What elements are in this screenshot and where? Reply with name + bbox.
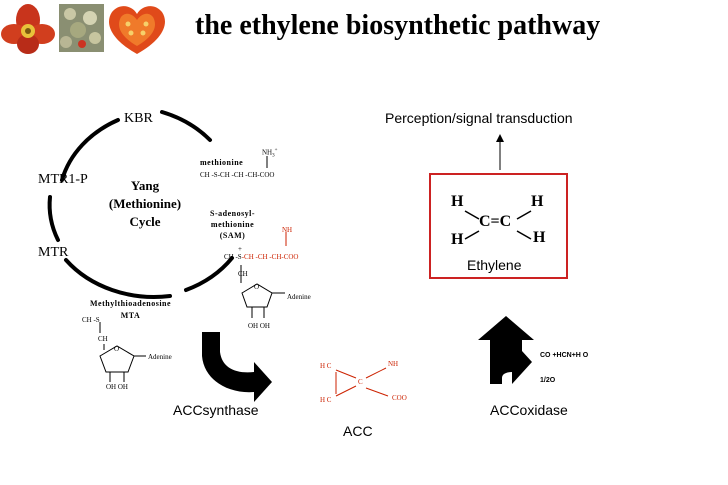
mta-adenine: Adenine [148,353,172,361]
kbr-label: KBR [124,111,153,126]
flower-photo [0,2,56,56]
sam-name-line-3: (SAM) [219,231,246,240]
page-title: the ethylene biosynthetic pathway [195,10,601,41]
acc-h2c-bottom: H C [320,396,332,404]
acc-oxidase-label: ACCoxidase [490,402,568,418]
acc-synthase-label: ACCsynthase [173,402,259,418]
mtr1p-label: MTR1-P [38,172,88,187]
mta-name-line-1: Methylthioadenosine [90,299,172,308]
mta-ribose-ring [99,322,146,382]
mtr-label: MTR [38,245,69,260]
yang-cycle-circle [47,110,234,299]
acc-structure [335,367,389,397]
mta-ch2: CH [98,335,108,343]
sam-name-line-1: S-adenosyl- [210,209,256,218]
sam-name-line-2: methionine [210,220,255,229]
sam-formula: CH -S-CH -CH -CH-COO [224,253,299,261]
oxidase-products: CO +HCN+H O [540,352,589,359]
sam-name: S-adenosyl- methionine (SAM) [210,208,255,241]
perception-label: Perception/signal transduction [385,110,573,126]
acc-h2c-top: H C [320,362,332,370]
ethylene-box: H H H H C=C Ethylene [429,173,568,279]
plant-photo [59,4,104,52]
sam-nh3: NH [282,226,293,234]
acc-synthase-arrow [202,332,272,402]
sam-oh: OH OH [248,322,270,330]
acc-label: ACC [343,423,373,439]
mta-ch3s: CH -S [82,316,100,324]
sam-ch2: CH [238,270,248,278]
methionine-name: methionine [200,158,244,167]
mta-name: Methylthioadenosine MTA [90,298,171,322]
cycle-line-2: (Methionine) [108,196,182,211]
ethylene-h-top-right: H [531,193,544,210]
ethylene-h-bottom-left: H [451,231,464,248]
sam-ribose-ring [240,156,287,318]
cycle-line-1: Yang [130,178,160,193]
header-photos [0,2,165,56]
ethylene-label: Ethylene [467,257,522,273]
acc-c: C [358,378,363,386]
ethylene-double-bond: C=C [479,213,512,230]
sam-ring-o: O [254,283,260,291]
sam-plus: + [238,245,242,253]
ethylene-h-top-left: H [451,193,464,210]
mta-ring-o: O [114,345,120,353]
yang-cycle-label: Yang (Methionine) Cycle [100,177,190,231]
methionine-nh3: NH3+ [262,148,278,159]
tomato-photo [109,6,165,55]
sam-adenine: Adenine [287,293,311,301]
cycle-line-3: Cycle [129,214,161,229]
acc-coo: COO [392,394,407,402]
acc-nh3: NH [388,360,399,368]
oxidase-oxygen: 1/2O [540,377,556,384]
ethylene-bonds [464,210,532,240]
methionine-formula: CH -S-CH -CH -CH-COO [200,171,275,179]
mta-name-line-2: MTA [120,311,141,320]
mta-oh: OH OH [106,383,128,391]
ethylene-h-bottom-right: H [533,229,546,246]
